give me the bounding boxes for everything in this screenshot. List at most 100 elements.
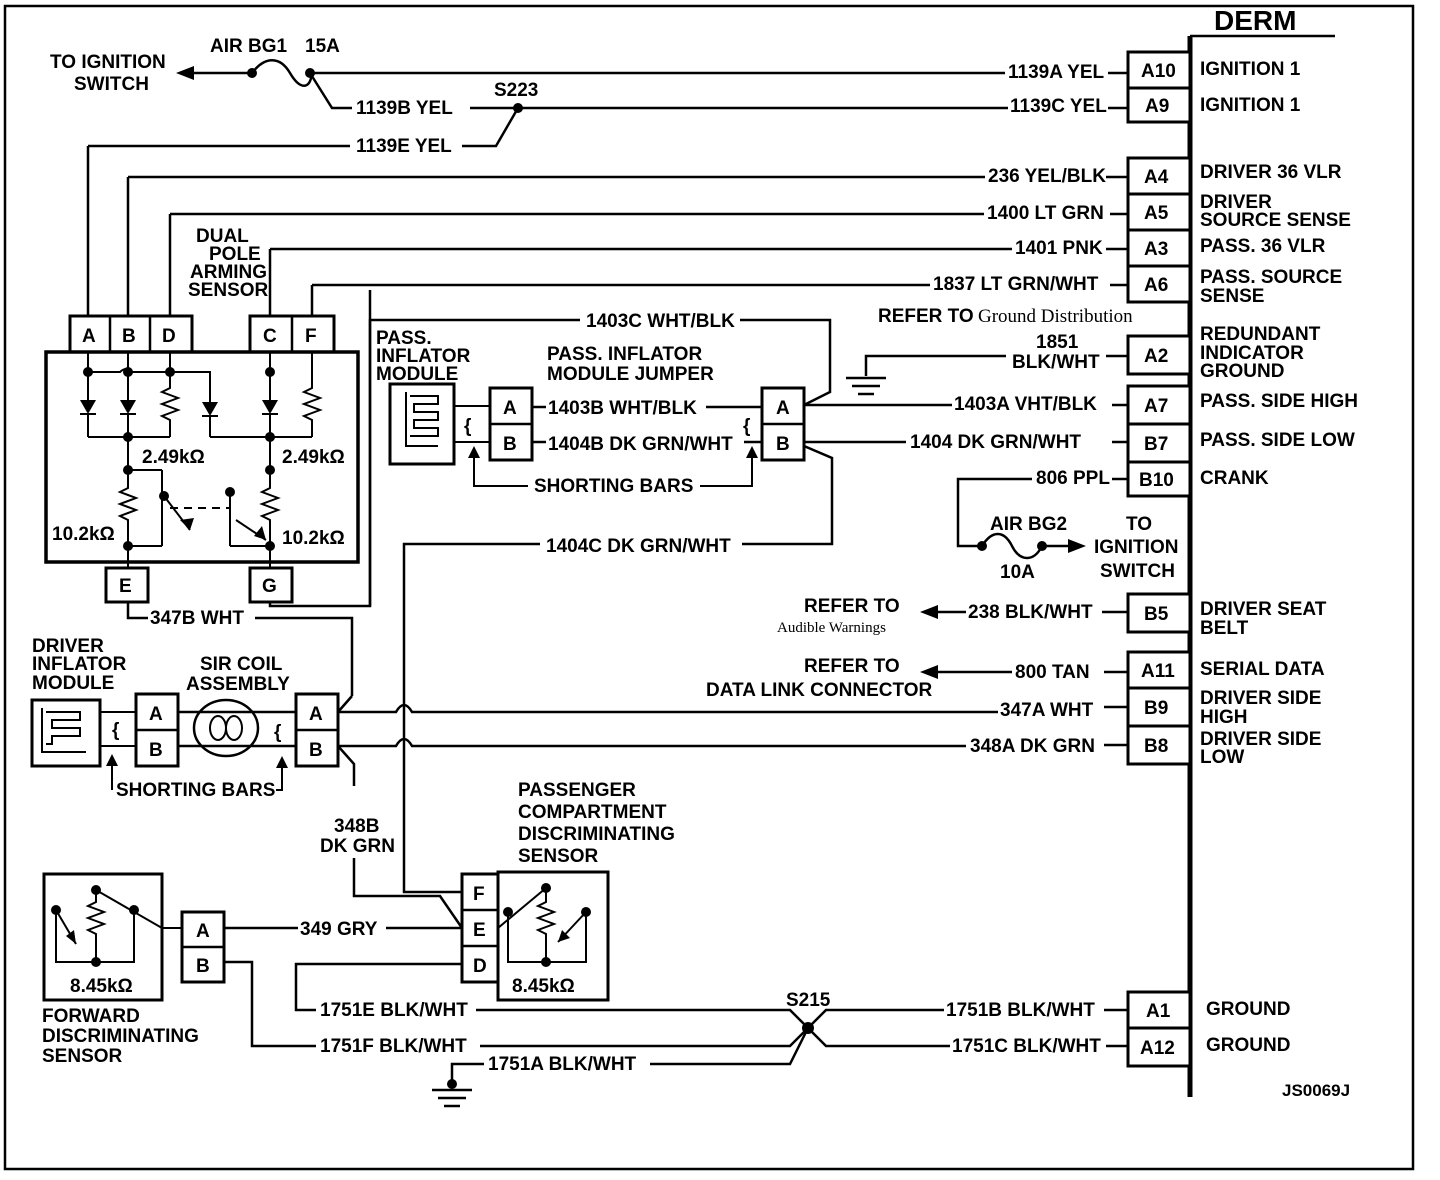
page-border <box>3 4 1415 1171</box>
pcd-title: DISCRIMINATING <box>518 824 675 845</box>
pin-function: LOW <box>1200 747 1244 768</box>
derm-pin: A3 <box>1144 239 1168 260</box>
pcd-pin: D <box>473 956 487 977</box>
derm-pin: A4 <box>1144 167 1169 188</box>
fwd-sensor-body <box>42 872 164 1002</box>
pin-function: GROUND <box>1206 1035 1290 1056</box>
arming-sensor-wires: 236 YEL/BLK 1400 LT GRN 1401 PNK 1837 LT… <box>126 166 1128 316</box>
fuse2-to: IGNITION <box>1094 537 1178 558</box>
fuse1-rating: 15A <box>305 36 340 57</box>
derm-pin: A9 <box>1145 96 1169 117</box>
ground-ref-prefix: REFER TO <box>878 306 974 327</box>
fuse1-to-label: TO IGNITION <box>50 52 166 73</box>
driver-pin: A <box>149 704 163 725</box>
crank-circuit: 806 PPL AIR BG2 10A TO IGNITION SWITCH <box>956 468 1178 583</box>
fuse2-rating: 10A <box>1000 562 1035 583</box>
wire-label: 1401 PNK <box>1015 238 1103 259</box>
sir-coil-symbol <box>192 698 260 758</box>
ground-ref-target: Ground Distribution <box>978 306 1133 327</box>
splice223-name: S223 <box>494 80 538 101</box>
pass-inflator-pin: B <box>503 434 517 455</box>
pcd-sensor: PASSENGER COMPARTMENT DISCRIMINATING SEN… <box>294 780 675 1012</box>
pcd-sensor-body <box>496 870 610 1002</box>
ignition-feed: TO IGNITION SWITCH AIR BG1 15A 1139A YEL… <box>50 36 1128 316</box>
fuse1-symbol <box>251 59 314 87</box>
driver-brace: { <box>112 720 119 741</box>
wire-label: 348B <box>334 816 379 837</box>
ground-splice: 1751E BLK/WHT 1751F BLK/WHT 1751A BLK/WH… <box>320 990 1128 1108</box>
pin-function: GROUND <box>1206 999 1290 1020</box>
splice215-name: S215 <box>786 990 831 1011</box>
pin-function: DRIVER SIDE <box>1200 688 1321 709</box>
derm-pin: A10 <box>1141 61 1176 82</box>
pass-inflator-title: PASS. <box>376 328 432 349</box>
wire-label: 1400 LT GRN <box>987 203 1104 224</box>
arming-title: ARMING <box>190 262 267 283</box>
pass-inflator-pin: A <box>503 398 517 419</box>
arming-res: 10.2kΩ <box>52 524 115 545</box>
fwd-title: DISCRIMINATING <box>42 1026 199 1047</box>
pass-inflator: PASS. INFLATOR MODULE PASS. INFLATOR MOD… <box>368 311 1128 894</box>
coil-title: ASSEMBLY <box>186 674 290 695</box>
redundant-ground: REFER TO Ground Distribution 1851 BLK/WH… <box>846 306 1133 396</box>
pin-function: IGNITION 1 <box>1200 95 1301 116</box>
jumper-pin: A <box>776 398 790 419</box>
reference-lines: REFER TO Audible Warnings 238 BLK/WHT RE… <box>706 596 1128 701</box>
arming-pin: C <box>263 326 277 347</box>
pass-inflator-title: MODULE <box>376 364 458 385</box>
fuse1-name: AIR BG1 <box>210 36 288 57</box>
wire-label: 1404C DK GRN/WHT <box>546 536 731 557</box>
wire-label: 806 PPL <box>1036 468 1110 489</box>
wire-label: 347B WHT <box>150 608 244 629</box>
derm-pin: A1 <box>1146 1001 1171 1022</box>
pin-function: CRANK <box>1200 468 1269 489</box>
pin-function: SENSE <box>1200 286 1264 307</box>
pin-function: DRIVER <box>1200 192 1272 213</box>
arming-pin: A <box>82 326 96 347</box>
derm-pin: B9 <box>1144 698 1168 719</box>
pin-function: HIGH <box>1200 707 1248 728</box>
arming-pin-g: G <box>262 576 277 597</box>
wire-label: 1403C WHT/BLK <box>586 311 735 332</box>
arming-pin: F <box>305 326 317 347</box>
pcd-title: SENSOR <box>518 846 599 867</box>
pass-inflator-title: INFLATOR <box>376 346 471 367</box>
pcd-title: PASSENGER <box>518 780 636 801</box>
pin-function: REDUNDANT <box>1200 324 1321 345</box>
wire-label: 1139A YEL <box>1008 62 1105 83</box>
fwd-res: 8.45kΩ <box>70 976 133 997</box>
derm-pin: B8 <box>1144 736 1168 757</box>
drawing-code: JS0069J <box>1282 1081 1350 1100</box>
dlc-ref-target: DATA LINK CONNECTOR <box>706 680 933 701</box>
audible-ref-target: Audible Warnings <box>777 620 886 636</box>
pcd-pin: E <box>473 920 486 941</box>
coil-title: SIR COIL <box>200 654 283 675</box>
pin-function: SOURCE SENSE <box>1200 210 1351 231</box>
wire-label: DK GRN <box>320 836 395 857</box>
pin-function: GROUND <box>1200 361 1284 382</box>
fuse1-to-label: SWITCH <box>74 74 149 95</box>
wire-label: BLK/WHT <box>1012 352 1100 373</box>
wire-label: 348A DK GRN <box>970 736 1095 757</box>
pin-function: IGNITION 1 <box>1200 59 1301 80</box>
fuse2-to: SWITCH <box>1100 561 1175 582</box>
pin-function: PASS. 36 VLR <box>1200 236 1326 257</box>
driver-inflator-title: MODULE <box>32 673 114 694</box>
wire-label: 1837 LT GRN/WHT <box>933 274 1099 295</box>
wire-label: 1751A BLK/WHT <box>488 1054 637 1075</box>
pin-function: DRIVER SIDE <box>1200 729 1321 750</box>
driver-inflator-title: INFLATOR <box>32 654 127 675</box>
jumper-title: PASS. INFLATOR <box>547 344 702 365</box>
wire-label: 1139E YEL <box>356 136 452 157</box>
pass-inflator-brace: { <box>464 416 471 437</box>
dlc-ref-prefix: REFER TO <box>804 656 900 677</box>
driver-inflator-title: DRIVER <box>32 636 104 657</box>
audible-ref-prefix: REFER TO <box>804 596 900 617</box>
derm-pin: A12 <box>1140 1038 1175 1059</box>
fwd-pin: A <box>196 921 210 942</box>
arming-pin: B <box>122 326 136 347</box>
wire-label: 1851 <box>1036 332 1079 353</box>
wire-label: 1139C YEL <box>1010 96 1107 117</box>
derm-pin: A2 <box>1144 346 1168 367</box>
